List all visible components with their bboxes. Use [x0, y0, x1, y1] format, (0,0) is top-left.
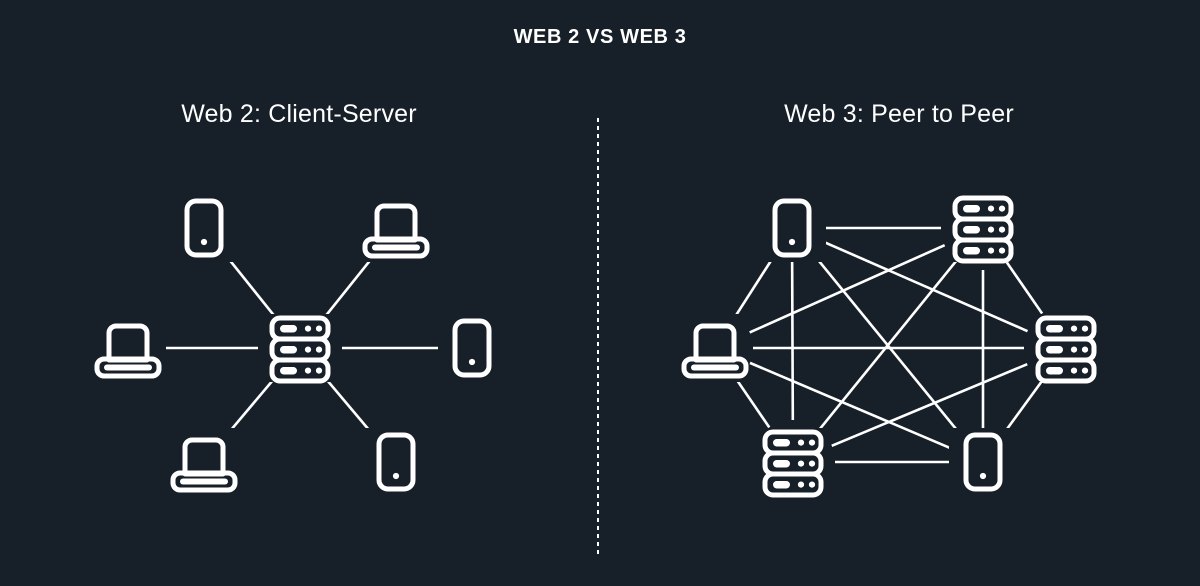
node-laptop-top-right	[362, 194, 430, 262]
panel-title-web3: Web 3: Peer to Peer	[784, 100, 1014, 128]
hub-server	[266, 314, 334, 384]
node-phone-bottom-right	[362, 428, 430, 496]
node-backdrop	[759, 428, 827, 496]
node-backdrop	[1032, 314, 1100, 382]
node-laptop-left	[94, 314, 162, 382]
node-backdrop	[170, 194, 238, 262]
edge-web2-0-hub	[224, 253, 275, 317]
node-backdrop	[949, 194, 1017, 262]
edge-web2-4-hub	[227, 379, 274, 434]
peer-phone-bottom-right	[949, 428, 1017, 496]
edge-web3-3-5	[1001, 381, 1043, 436]
edge-web3-2-4	[735, 378, 771, 429]
edge-web2-1-hub	[325, 256, 374, 317]
peer-phone-top-left	[758, 194, 826, 262]
edge-web2-5-hub	[326, 379, 376, 437]
node-backdrop	[949, 428, 1017, 496]
node-laptop-bottom-left	[170, 428, 238, 496]
node-backdrop	[758, 194, 826, 262]
node-backdrop	[438, 314, 506, 382]
edge-web3-0-3	[822, 240, 1029, 333]
edge-web3-1-3	[1005, 261, 1044, 315]
edge-web3-0-4	[790, 261, 795, 421]
node-phone-right	[438, 314, 506, 382]
edge-web3-0-2	[734, 255, 775, 317]
node-backdrop	[362, 428, 430, 496]
peer-server-top-right	[949, 194, 1017, 264]
edge-web3-1-2	[749, 243, 946, 334]
edge-web3-2-5	[749, 361, 953, 450]
node-phone-top-left	[170, 194, 238, 262]
panel-title-web2: Web 2: Client-Server	[181, 100, 417, 128]
panel-divider	[597, 118, 599, 556]
peer-server-bottom-left	[759, 428, 827, 498]
peer-laptop-left	[681, 314, 749, 382]
edge-web3-3-4	[831, 362, 1028, 448]
page-title: WEB 2 VS WEB 3	[513, 26, 687, 48]
peer-server-right	[1032, 314, 1100, 384]
node-backdrop	[266, 314, 334, 382]
